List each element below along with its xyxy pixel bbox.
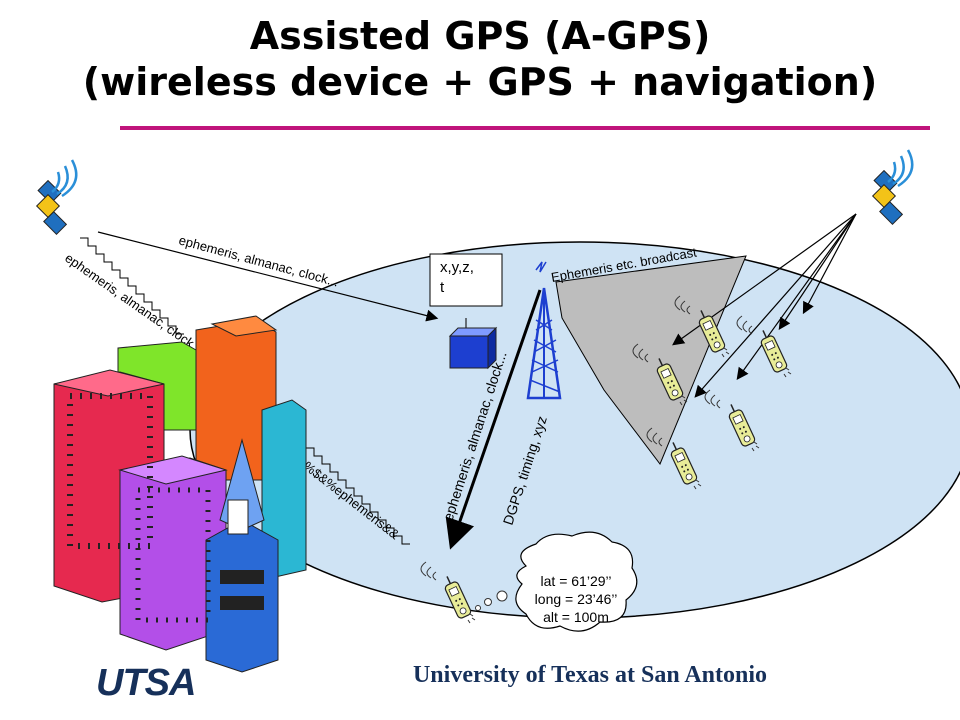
sat-down-label: ephemeris, almanac, clock (62, 250, 197, 351)
location-bubble (515, 531, 638, 632)
slide-title-line2: (wireless device + GPS + navigation) (82, 60, 878, 104)
satellite-left-icon (35, 158, 78, 236)
xyz-box (429, 253, 503, 307)
bubble-lat: lat = 61’29’’ (541, 573, 612, 589)
cell-tower-icon (526, 261, 562, 400)
bubble-long: long = 23’46’’ (535, 591, 618, 607)
sat-to-box-label: ephemeris, almanac, clock... (177, 232, 340, 289)
box-line2: t (440, 279, 445, 296)
bubble-alt: alt = 100m (543, 609, 609, 625)
tower-to-phone-arrow (445, 289, 542, 550)
satellite-right-icon (871, 148, 914, 226)
server-box-icon (448, 318, 498, 370)
title-divider (120, 126, 930, 130)
box-line1: x,y,z, (440, 259, 474, 276)
broadcast-cone (555, 255, 747, 465)
sat-to-box-arrow (97, 231, 439, 322)
city-buildings-icon (53, 315, 307, 673)
slide-title-line1: Assisted GPS (A-GPS) (249, 14, 711, 58)
footer-university: University of Texas at San Antonio (412, 662, 768, 688)
sat-signal-wave (80, 237, 184, 335)
utsa-logo: UTSA (96, 662, 196, 704)
